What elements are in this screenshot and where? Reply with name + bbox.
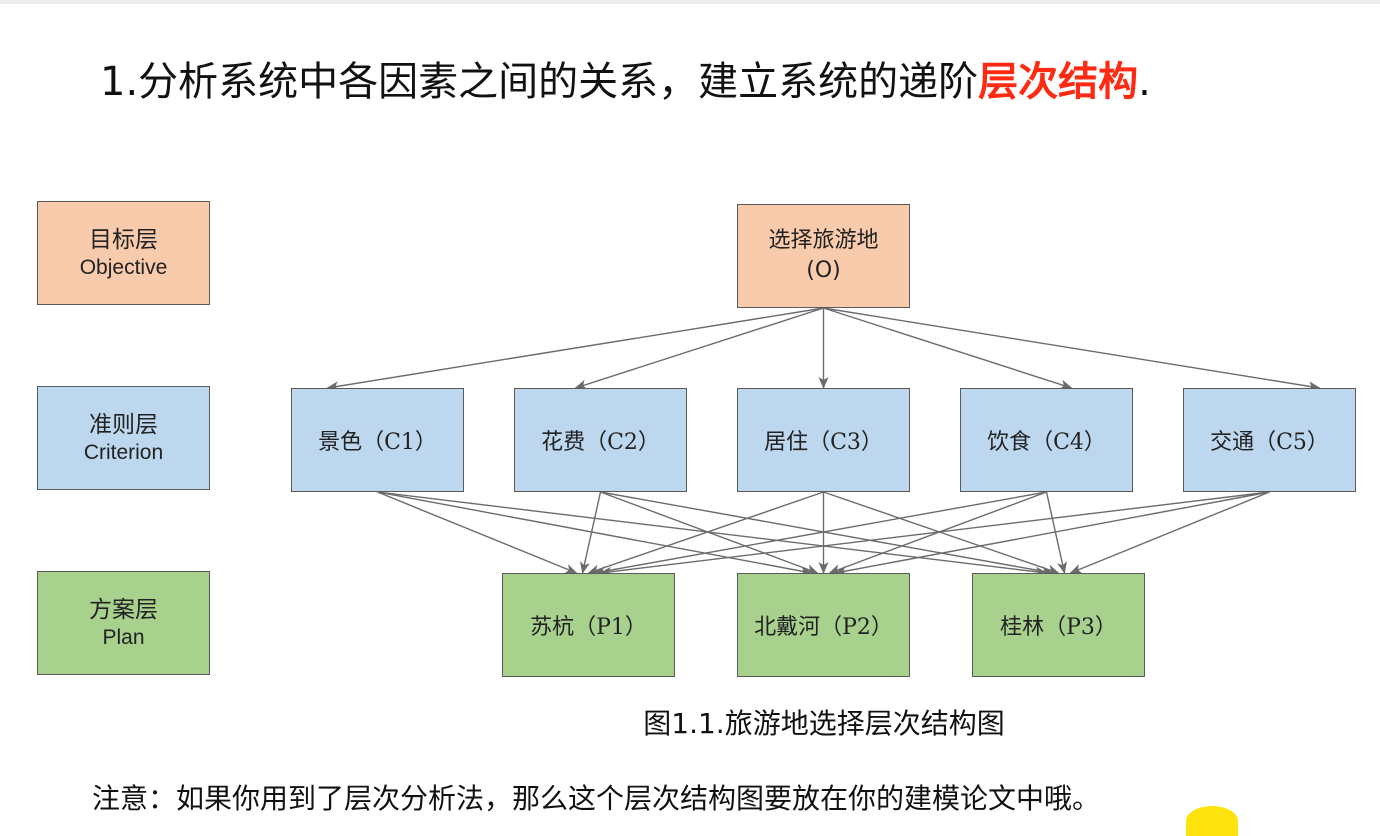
edge-c3-to-p3 (823, 491, 1060, 575)
layer-criterion-en: Criterion (83, 441, 164, 464)
edge-c4-to-p1 (593, 491, 1047, 576)
goal-code: (O) (806, 258, 841, 283)
edge-c1-to-p2 (377, 491, 813, 576)
edge-c5-to-p3 (1069, 491, 1270, 574)
goal-label: 选择旅游地 (768, 228, 879, 253)
criterion-node-c3: 居住（C3） (737, 388, 910, 492)
layer-plan-zh: 方案层 (89, 596, 158, 622)
criterion-label: 花费（C2） (541, 430, 660, 455)
plan-label: 桂林（P3） (1000, 615, 1117, 640)
criterion-node-c5: 交通（C5） (1183, 388, 1356, 492)
note-text: 注意：如果你用到了层次分析法，那么这个层次结构图要放在你的建模论文中哦。 (92, 782, 1101, 815)
layer-criterion: 准则层 Criterion (37, 386, 210, 490)
edge-c1-to-p1 (377, 491, 578, 574)
criterion-node-c2: 花费（C2） (514, 388, 687, 492)
plan-node-p2: 北戴河（P2） (737, 573, 910, 677)
layer-criterion-zh: 准则层 (89, 411, 158, 437)
criterion-node-c1: 景色（C1） (291, 388, 464, 492)
title-suffix: . (1138, 59, 1151, 105)
layer-objective-zh: 目标层 (89, 226, 158, 252)
plan-node-p3: 桂林（P3） (972, 573, 1145, 677)
edge-c2-to-p1 (580, 491, 602, 574)
edge-goal-to-c4 (823, 307, 1073, 390)
criterion-label: 景色（C1） (318, 430, 437, 455)
plan-label: 苏杭（P1） (530, 615, 647, 640)
slide-title: 1.分析系统中各因素之间的关系，建立系统的递阶层次结构. (100, 52, 1370, 112)
layer-plan-en: Plan (102, 626, 145, 649)
layer-objective: 目标层 Objective (37, 201, 210, 305)
edge-goal-to-c5 (823, 307, 1321, 392)
criterion-label: 居住（C3） (764, 430, 883, 455)
edge-c1-to-p3 (377, 491, 1048, 577)
edge-c5-to-p1 (599, 491, 1270, 577)
criterion-node-c4: 饮食（C4） (960, 388, 1133, 492)
criterion-label: 饮食（C4） (987, 430, 1106, 455)
edge-c5-to-p2 (834, 491, 1270, 576)
cursor-highlight (1186, 806, 1238, 836)
criterion-label: 交通（C5） (1210, 430, 1329, 455)
edge-goal-to-c2 (574, 307, 824, 390)
goal-node: 选择旅游地 (O) (737, 204, 910, 308)
plan-node-p1: 苏杭（P1） (502, 573, 675, 677)
title-highlight: 层次结构 (978, 59, 1139, 105)
edge-c3-to-p1 (587, 491, 824, 575)
edge-c2-to-p3 (600, 491, 1054, 576)
edge-c2-to-p2 (600, 491, 819, 574)
top-rule (0, 0, 1380, 4)
edge-goal-to-c1 (326, 307, 824, 392)
plan-label: 北戴河（P2） (754, 615, 893, 640)
figure-caption: 图1.1.旅游地选择层次结构图 (643, 707, 1005, 740)
title-prefix: 1.分析系统中各因素之间的关系，建立系统的递阶 (100, 59, 979, 105)
layer-objective-en: Objective (79, 256, 168, 279)
layer-plan: 方案层 Plan (37, 571, 210, 675)
